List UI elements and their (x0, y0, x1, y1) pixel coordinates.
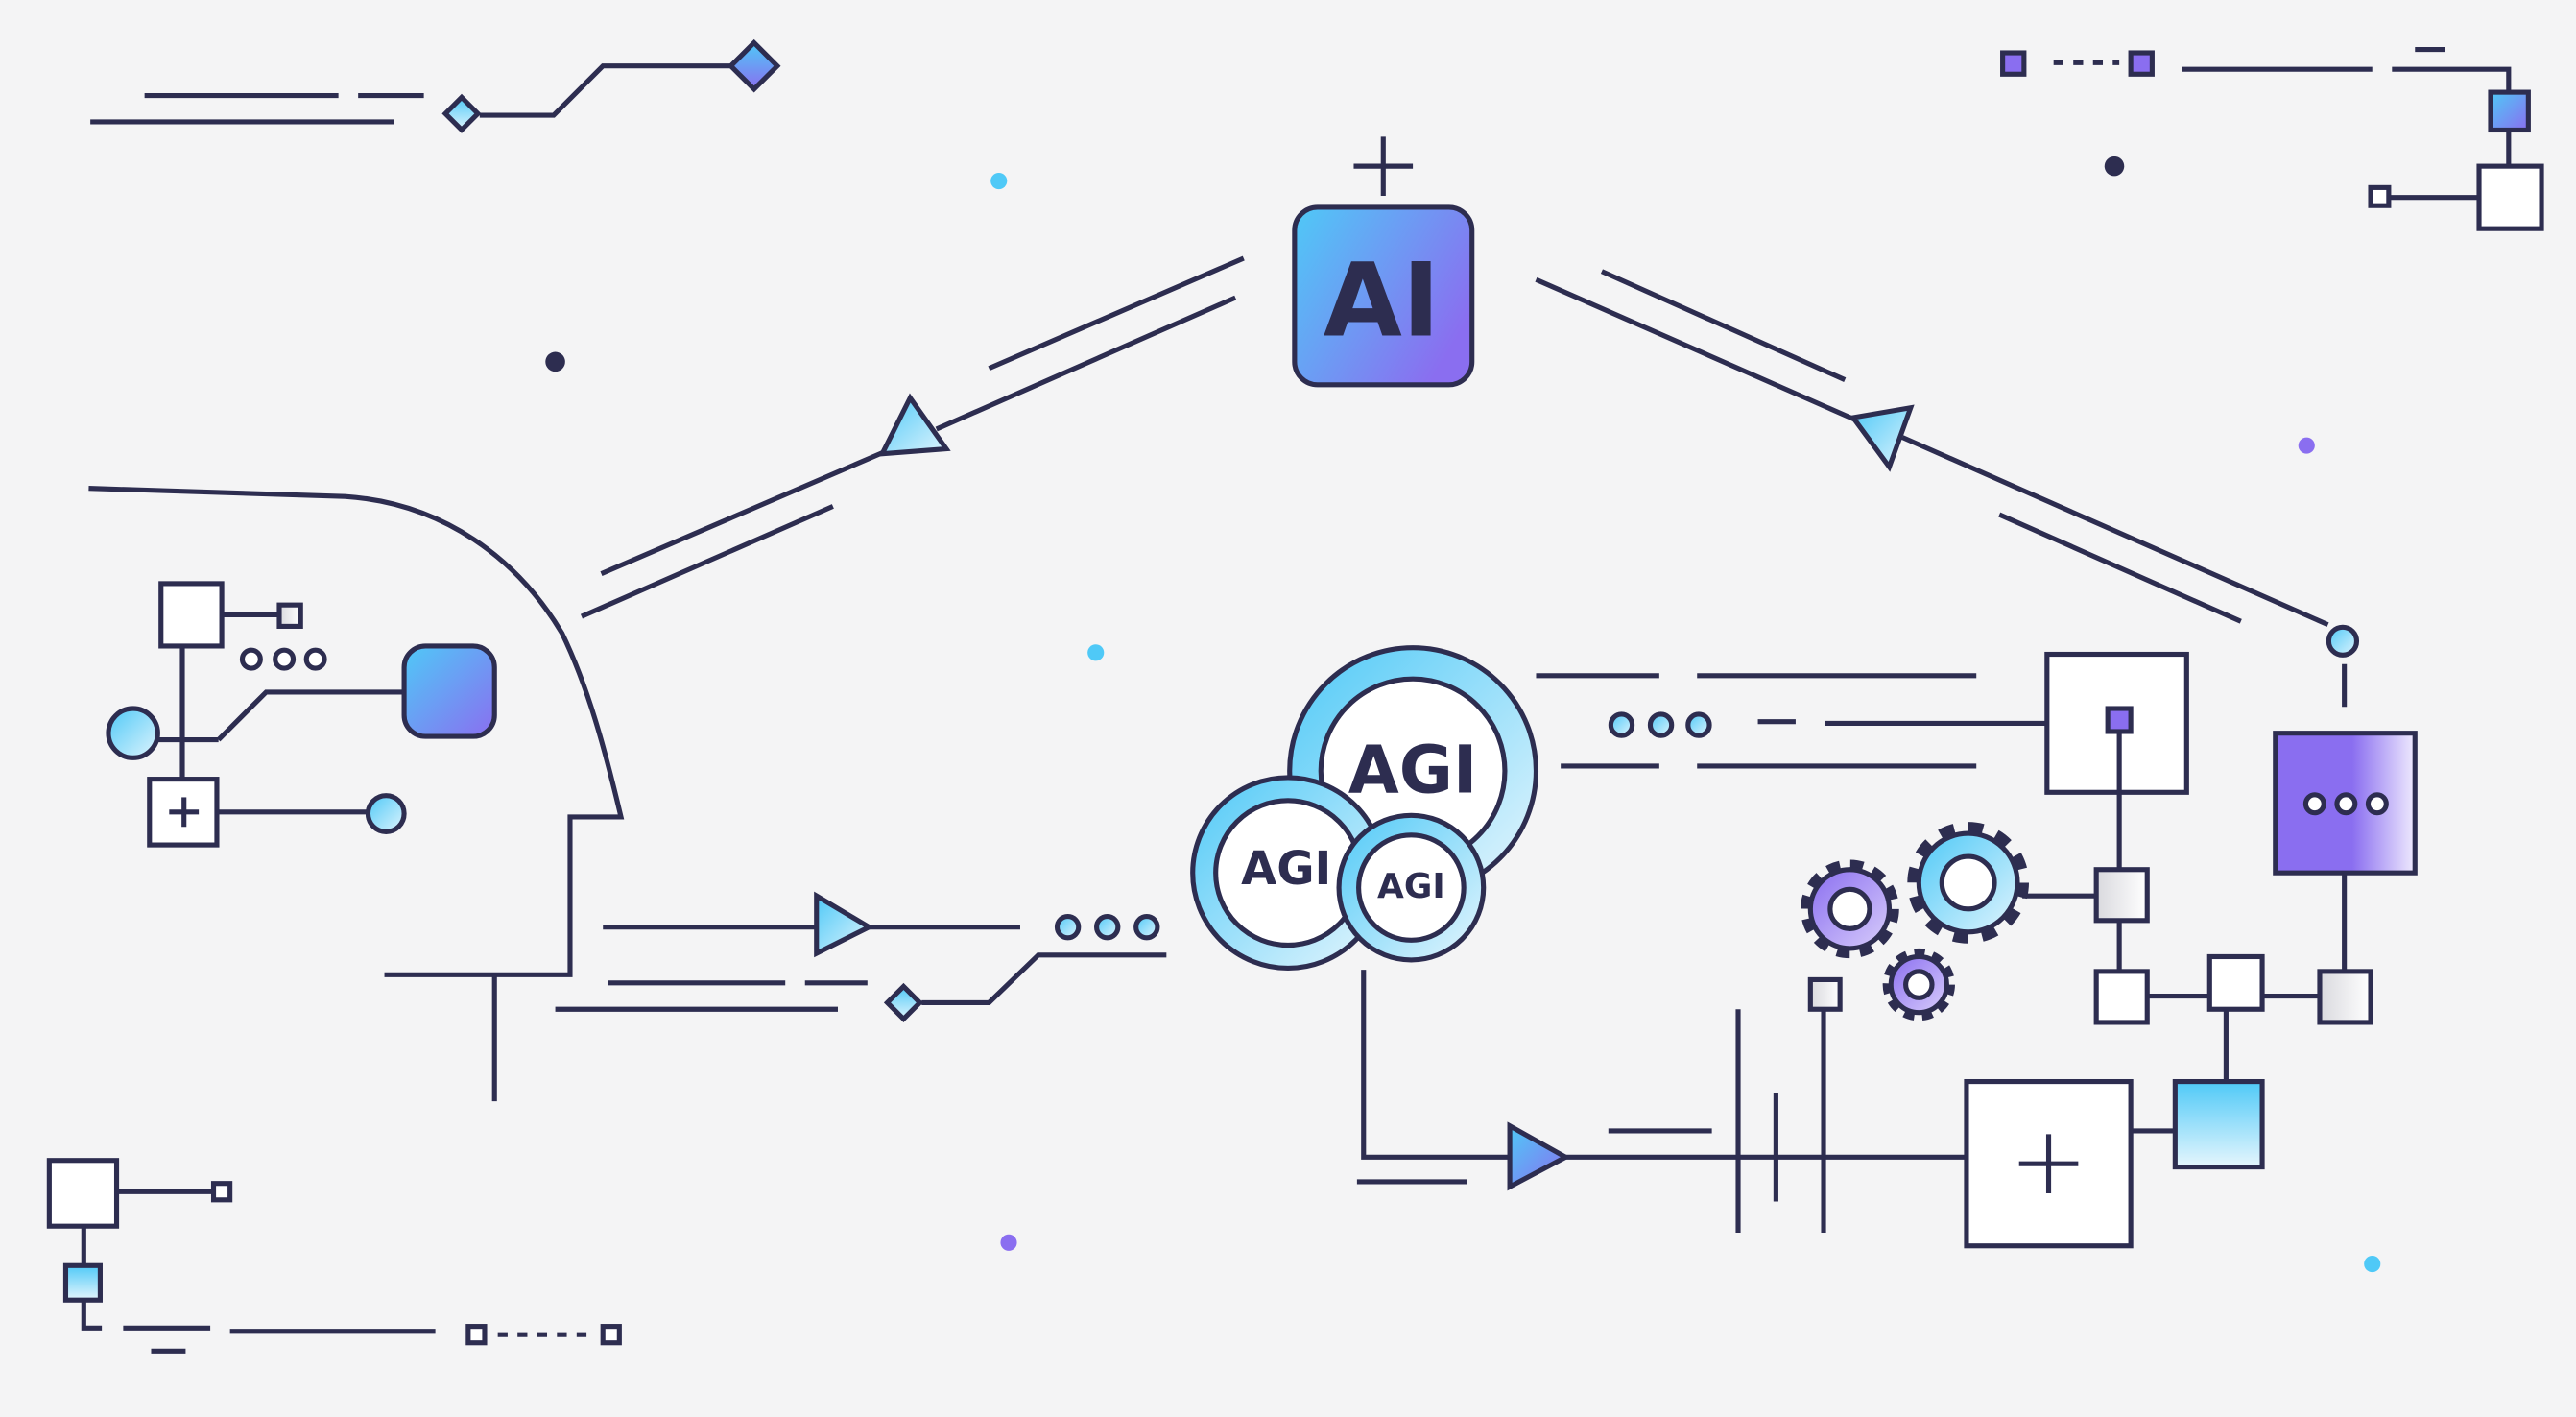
ai-node (1292, 136, 1475, 388)
triangle-arrow-icon (1849, 404, 1915, 472)
head-silhouette (88, 486, 625, 1102)
square-node-icon (2128, 50, 2155, 77)
top-right-circuit (2000, 47, 2544, 231)
square-node-icon (2000, 50, 2027, 77)
diamond-node-icon (441, 93, 482, 133)
brain-circuit (106, 581, 497, 848)
gear-icon (1882, 948, 1955, 1021)
rounded-node (401, 643, 497, 739)
agi-to-output-connector (1356, 970, 2134, 1249)
circle-node-icon (365, 793, 407, 834)
square-node-icon (2206, 953, 2265, 1012)
head-to-agi-connector (555, 891, 1167, 1022)
diamond-node-icon (883, 982, 924, 1022)
agi-to-right-connector (1536, 651, 2189, 870)
ellipsis-icon (1054, 913, 1160, 941)
square-node-icon (2105, 706, 2134, 734)
square-node-icon (2488, 89, 2531, 133)
square-node-icon (2172, 1078, 2265, 1170)
square-node-icon (465, 1324, 488, 1346)
head-to-ai-connector (580, 255, 1245, 619)
square-node-icon (2093, 969, 2150, 1025)
square-node-icon (2093, 867, 2150, 924)
ellipsis-icon (2302, 792, 2389, 816)
square-node-icon (2476, 163, 2544, 231)
triangle-arrow-icon (877, 393, 951, 457)
square-node-icon (2368, 184, 2392, 208)
process-node (2273, 731, 2418, 972)
triangle-arrow-icon (1507, 1121, 1571, 1191)
gear-icon (1907, 822, 2029, 944)
scattered-dots (545, 156, 2381, 1273)
square-node-icon (158, 581, 225, 649)
square-node-icon (1807, 976, 1843, 1012)
ai-label: AI (1324, 241, 1441, 360)
agi-label-small: AGI (1377, 867, 1445, 906)
agi-label-large: AGI (1348, 732, 1478, 808)
agi-label-medium: AGI (1241, 843, 1331, 896)
ellipsis-icon (1608, 711, 1712, 738)
ellipsis-icon (239, 647, 327, 671)
bottom-left-circuit (46, 1158, 622, 1354)
gear-icon (1801, 859, 1899, 959)
square-node-icon (276, 602, 303, 629)
agi-cluster (1190, 645, 1539, 972)
square-node-icon (2317, 969, 2373, 1025)
square-node-icon (46, 1158, 120, 1229)
triangle-arrow-icon (814, 891, 874, 958)
circle-node-icon (2326, 624, 2360, 658)
diamond-node-icon (727, 38, 781, 93)
right-circuit (2093, 867, 2373, 1170)
circle-node-icon (106, 706, 160, 760)
ai-to-right-connector (1535, 269, 2360, 708)
gears (1801, 822, 2097, 1021)
square-node-icon (62, 1262, 103, 1303)
top-left-circuit (90, 38, 781, 133)
square-node-icon (600, 1324, 622, 1346)
square-node-icon (210, 1181, 233, 1203)
ai-box (1292, 204, 1475, 388)
